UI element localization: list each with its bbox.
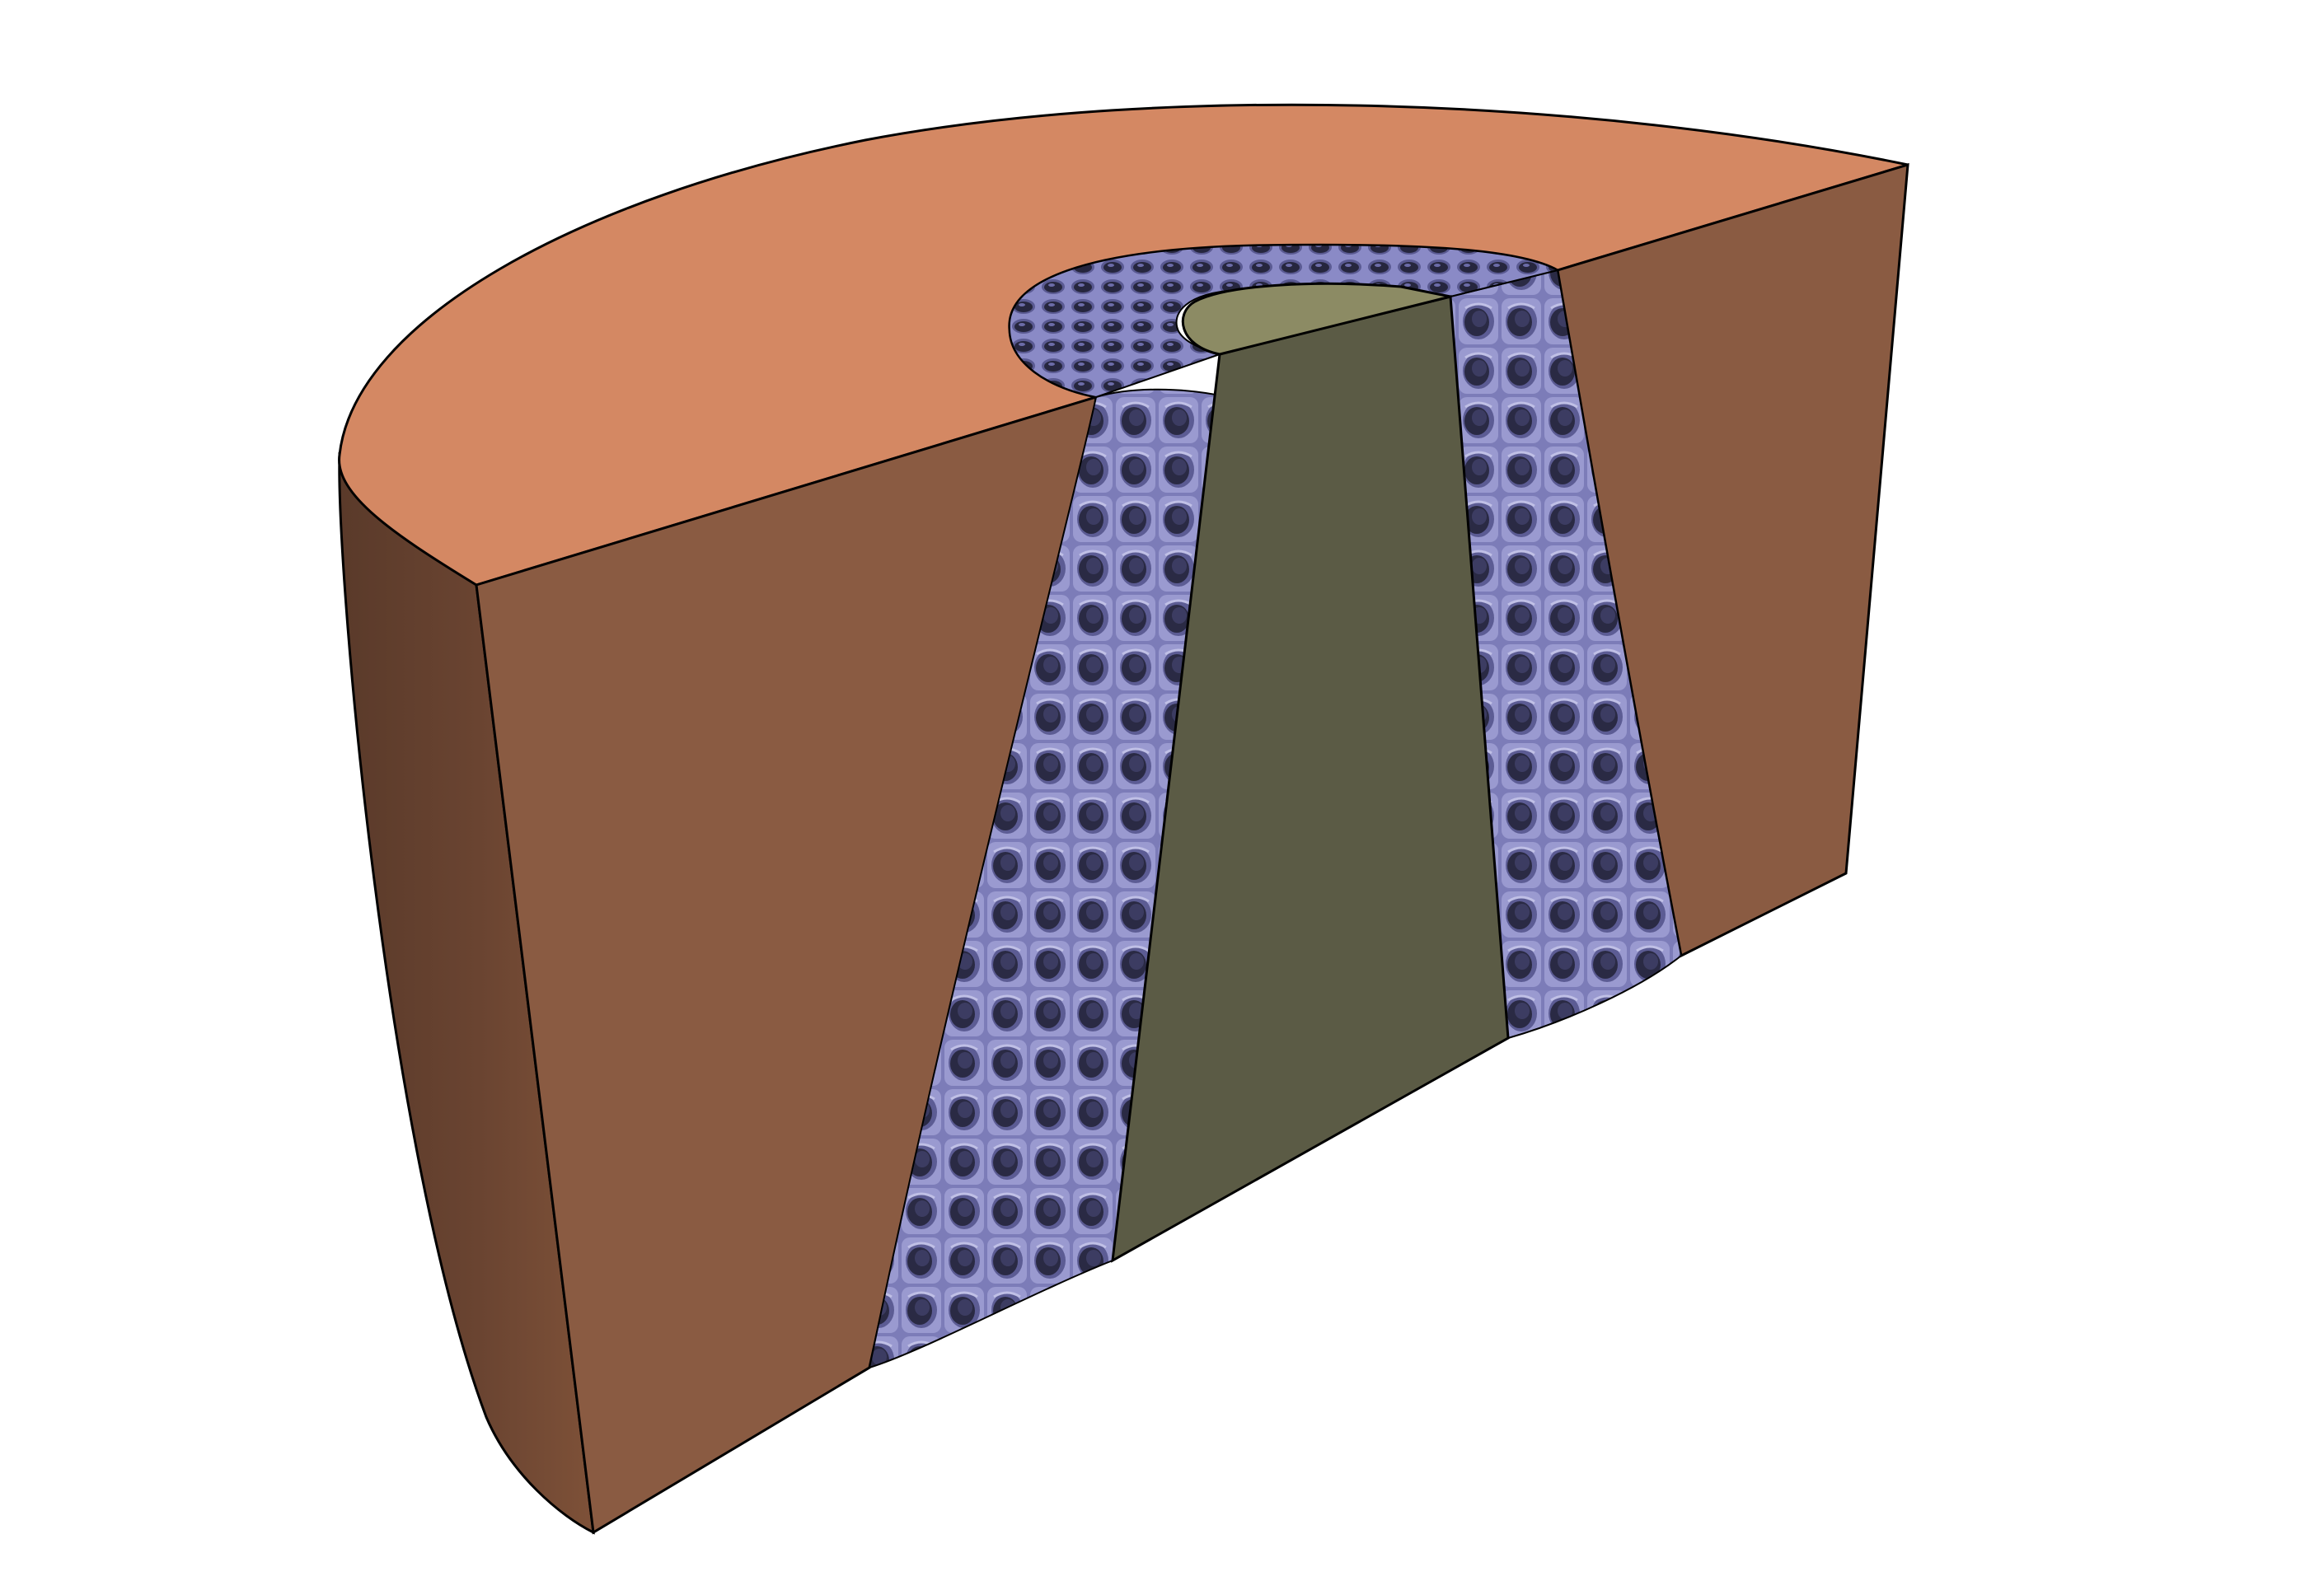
outer-shell-curved-wall [338, 451, 595, 1535]
core-top [1181, 282, 1451, 356]
lattice-band-left [868, 388, 1221, 1369]
lattice-band-right [1449, 269, 1683, 1040]
